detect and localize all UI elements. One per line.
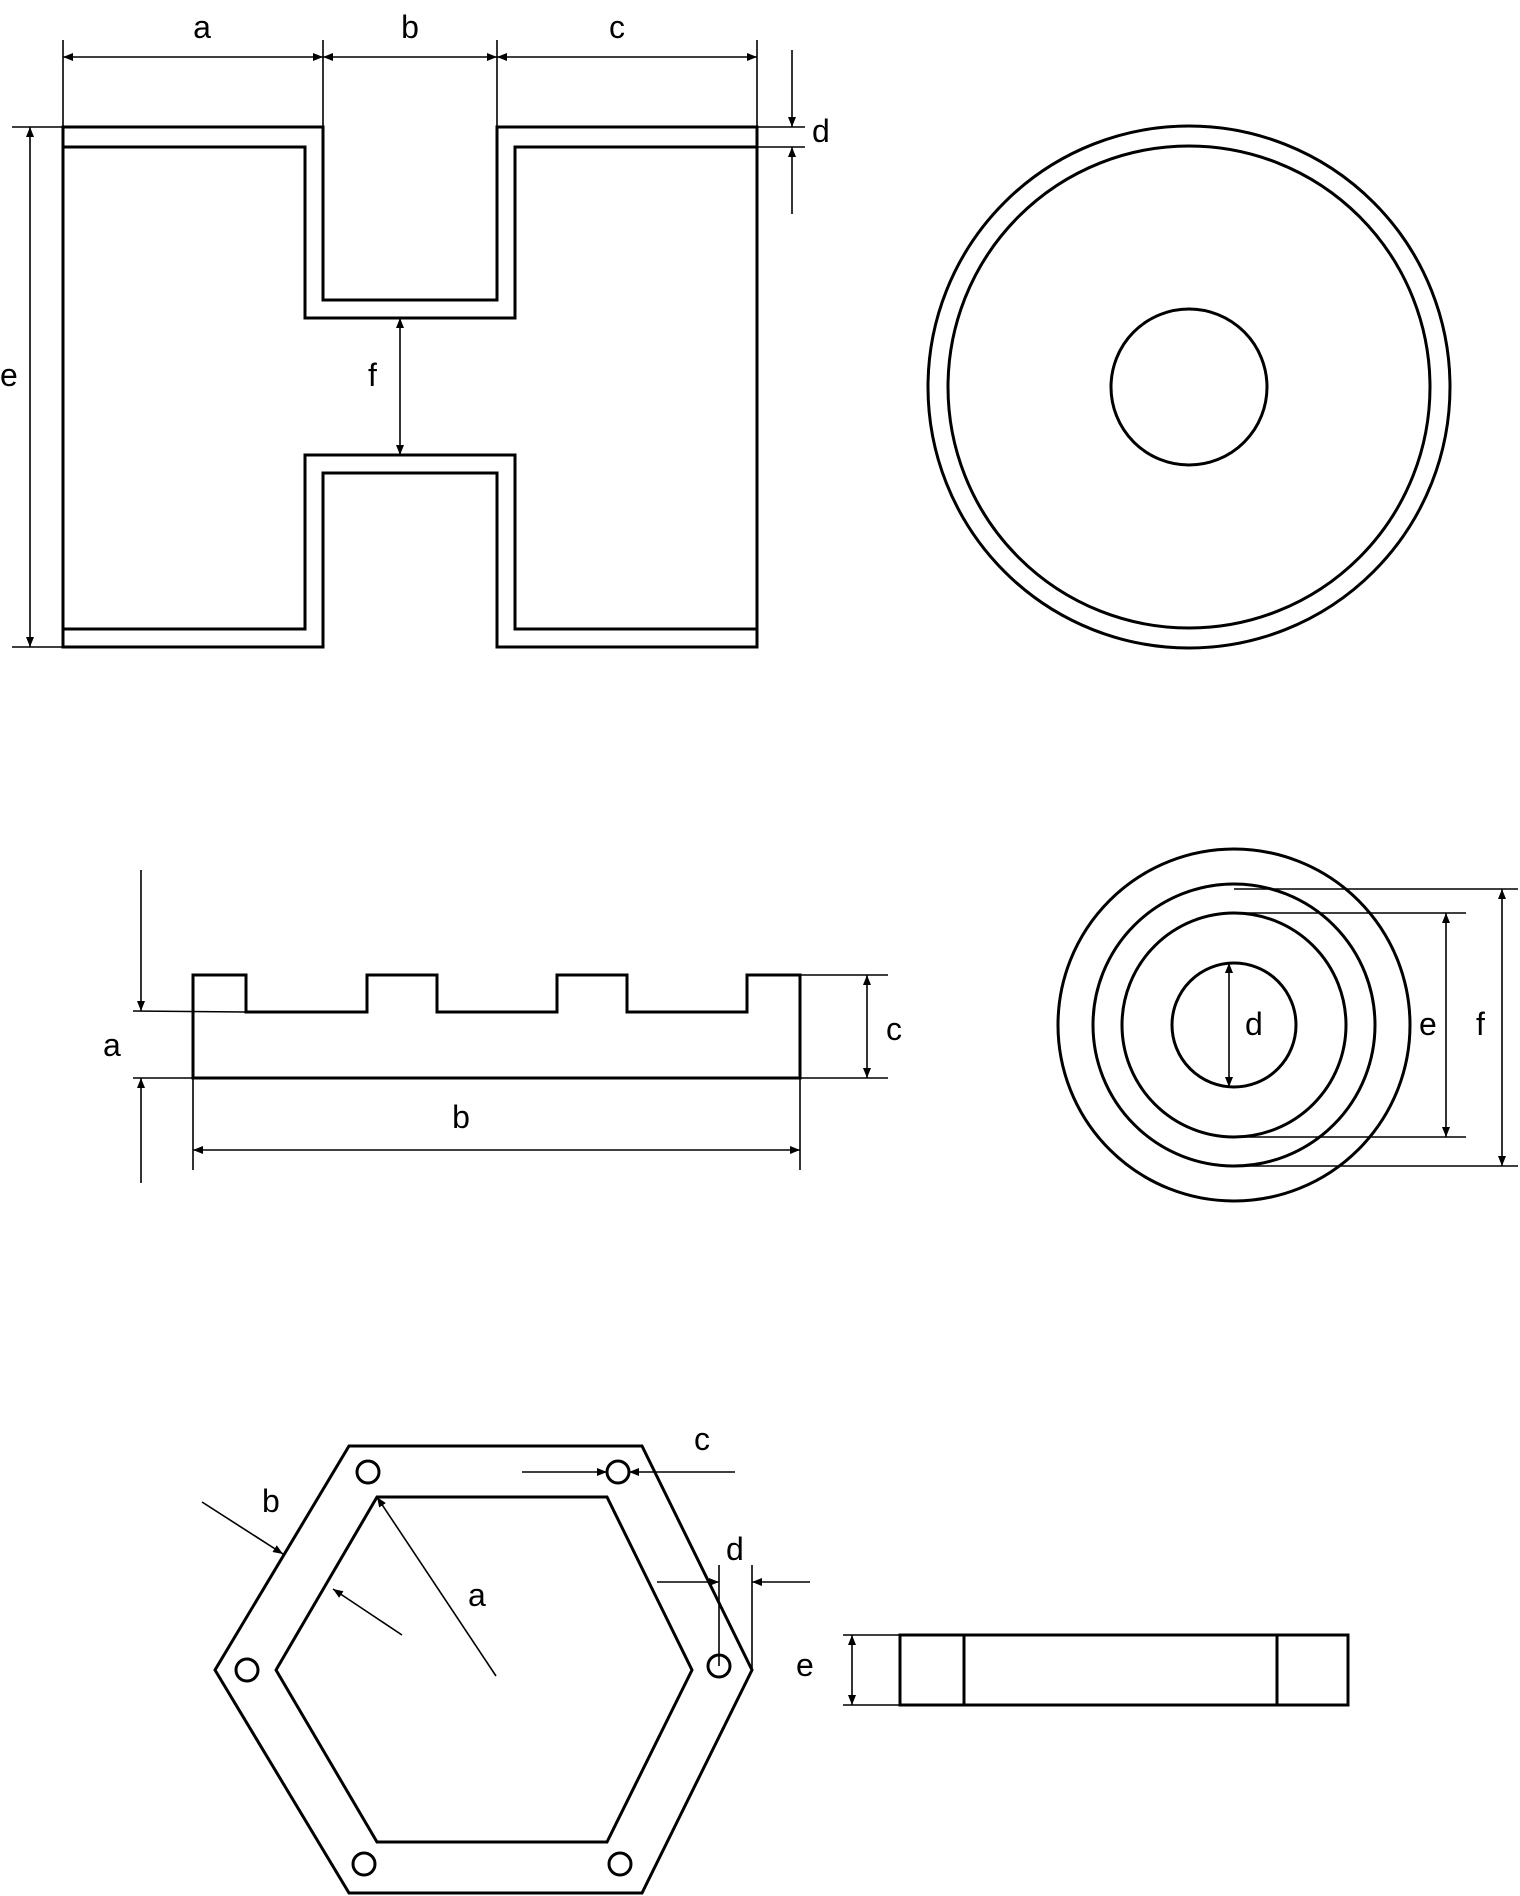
top-left-h-section-figure: a b c d e f xyxy=(0,9,830,649)
label-a: a xyxy=(103,1027,121,1063)
label-d: d xyxy=(1245,1006,1263,1042)
dimension-a: a xyxy=(63,9,323,61)
outer-hexagon xyxy=(213,1444,754,1895)
dimension-f: f xyxy=(1476,889,1506,1166)
side-view-outline xyxy=(898,1633,1350,1707)
dimension-d: d xyxy=(1225,963,1263,1087)
label-e: e xyxy=(796,1647,814,1683)
dimension-b: b xyxy=(323,9,497,61)
top-right-ring-figure xyxy=(926,124,1452,650)
label-c: c xyxy=(886,1011,902,1047)
dimension-c: c xyxy=(863,975,902,1078)
dimension-c: c xyxy=(522,1421,735,1476)
label-e: e xyxy=(0,357,18,393)
extension-lines xyxy=(12,40,805,648)
dimension-e: e xyxy=(0,127,34,647)
bottom-right-side-view-figure: e xyxy=(796,1633,1350,1707)
dimension-b: b xyxy=(201,1483,403,1636)
dimension-d: d xyxy=(788,50,830,214)
bolt-hole xyxy=(351,1851,377,1877)
dimension-f: f xyxy=(368,318,404,455)
label-b: b xyxy=(452,1099,470,1135)
label-c: c xyxy=(609,9,625,45)
castellated-profile xyxy=(191,973,802,1080)
bolt-hole xyxy=(607,1851,633,1877)
middle-right-washer-figure: d e f xyxy=(1056,847,1518,1203)
dimension-e: e xyxy=(1419,913,1450,1137)
label-b: b xyxy=(401,9,419,45)
label-f: f xyxy=(1476,1006,1485,1042)
label-a: a xyxy=(468,1577,486,1613)
dimension-d: d xyxy=(657,1531,810,1670)
dimension-a: a xyxy=(376,1496,497,1677)
h-section-outline xyxy=(61,125,759,649)
label-e: e xyxy=(1419,1006,1437,1042)
extension-lines xyxy=(1234,888,1518,1167)
label-b: b xyxy=(262,1483,280,1519)
dimension-a: a xyxy=(103,870,145,1183)
third-circle xyxy=(1120,911,1348,1139)
bottom-left-hexagon-figure: a b c d xyxy=(201,1421,810,1895)
bolt-holes xyxy=(234,1459,732,1877)
bolt-hole xyxy=(355,1459,381,1485)
center-hole xyxy=(1170,961,1298,1089)
label-d: d xyxy=(812,113,830,149)
dimension-e: e xyxy=(796,1635,856,1705)
middle-left-castellated-figure: a b c xyxy=(103,870,902,1183)
outer-circle xyxy=(1056,847,1412,1203)
label-a: a xyxy=(193,9,211,45)
center-hole xyxy=(1109,307,1269,467)
dimension-b: b xyxy=(193,1099,800,1154)
inner-hexagon xyxy=(274,1495,694,1844)
bolt-hole xyxy=(605,1459,631,1485)
label-c: c xyxy=(694,1421,710,1457)
outer-ring-edge xyxy=(926,124,1452,650)
label-d: d xyxy=(726,1531,744,1567)
bolt-hole xyxy=(234,1657,260,1683)
label-f: f xyxy=(368,357,377,393)
inner-ring-edge xyxy=(946,144,1432,630)
second-circle xyxy=(1091,882,1377,1168)
dimension-c: c xyxy=(497,9,757,61)
